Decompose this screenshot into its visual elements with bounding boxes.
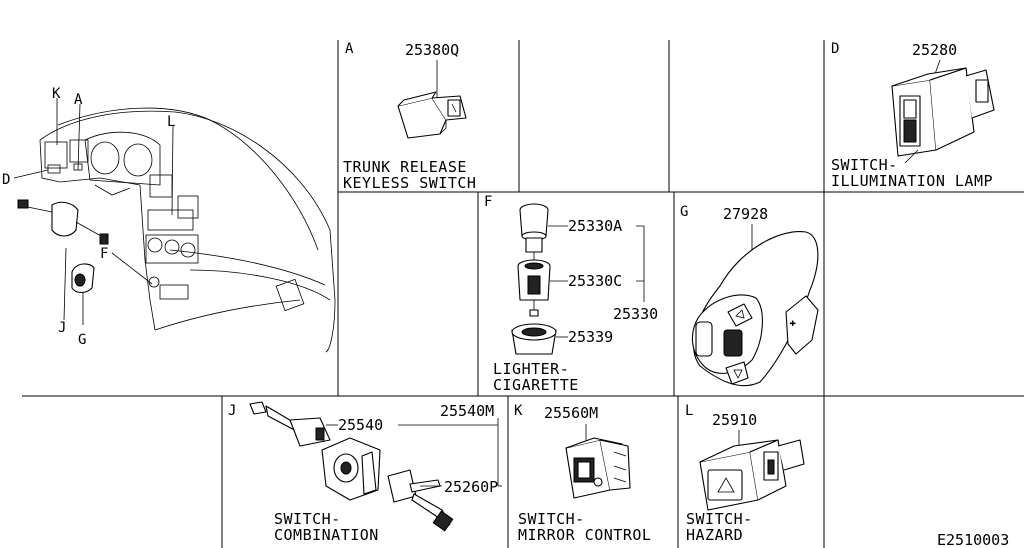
section-j-part-number-2: 25260P	[444, 478, 498, 496]
section-f-part-number-1: 25330A	[568, 217, 622, 235]
overview-callouts: K A L D F J G	[2, 86, 175, 348]
callout-a: A	[74, 92, 83, 108]
section-a-letter: A	[345, 41, 354, 57]
section-a: A 25380Q TRUNK RELEASE KEYLESS SWITCH	[343, 41, 476, 192]
section-k-caption-line1: SWITCH-	[518, 510, 585, 528]
section-k: K 25560M SWITCH- MIRROR CONTROL	[514, 403, 651, 544]
section-f-part-number-assembly: 25330	[613, 305, 658, 323]
trunk-release-switch-drawing	[397, 91, 467, 139]
illumination-lamp-switch-drawing	[891, 67, 995, 157]
cigarette-lighter-drawing	[511, 203, 557, 355]
section-j-letter: J	[228, 403, 236, 419]
diagram-code: E2510003	[937, 531, 1009, 548]
section-l-letter: L	[685, 403, 693, 419]
section-j: J 25540 25540M 25260P SWITCH- COM	[228, 401, 502, 544]
section-k-part-number: 25560M	[544, 404, 598, 422]
callout-d: D	[2, 172, 10, 188]
section-l: L 25910 SWITCH- HAZARD	[685, 403, 805, 544]
section-a-caption-line2: KEYLESS SWITCH	[343, 174, 476, 192]
section-f-caption-line2: CIGARETTE	[493, 376, 579, 394]
callout-f: F	[100, 246, 108, 262]
section-f-part-number-3: 25339	[568, 328, 613, 346]
hazard-switch-drawing	[699, 439, 805, 511]
section-g-letter: G	[680, 204, 688, 220]
section-l-caption-line2: HAZARD	[686, 526, 743, 544]
section-d-part-number: 25280	[912, 41, 957, 59]
section-g: G 27928 +	[680, 204, 819, 387]
section-f: F 25330A 25330C 25330 25339	[484, 194, 658, 394]
section-d-letter: D	[831, 41, 839, 57]
section-k-caption-line2: MIRROR CONTROL	[518, 526, 651, 544]
mirror-control-switch-drawing	[565, 437, 631, 499]
callout-l: L	[167, 114, 175, 130]
section-j-caption-line2: COMBINATION	[274, 526, 379, 544]
section-f-part-number-2: 25330C	[568, 272, 622, 290]
section-l-caption-line1: SWITCH-	[686, 510, 753, 528]
section-k-letter: K	[514, 403, 523, 419]
svg-text:+: +	[790, 319, 796, 329]
section-j-caption-line1: SWITCH-	[274, 510, 341, 528]
callout-k: K	[52, 86, 61, 102]
section-d: D 25280 SWITCH- ILLUMINATION LAMP	[831, 41, 995, 190]
section-j-part-number-assembly: 25540M	[440, 402, 494, 420]
dashboard-overview	[13, 98, 336, 353]
callout-j: J	[58, 320, 66, 336]
section-d-caption-line1: SWITCH-	[831, 156, 898, 174]
section-g-part-number: 27928	[723, 205, 768, 223]
combination-switch-drawing	[249, 401, 454, 532]
section-f-caption-line1: LIGHTER-	[493, 360, 569, 378]
grid-lines	[22, 40, 1024, 548]
section-l-part-number: 25910	[712, 411, 757, 429]
section-a-part-number: 25380Q	[405, 41, 459, 59]
section-j-part-number-1: 25540	[338, 416, 383, 434]
section-f-letter: F	[484, 194, 492, 210]
section-a-caption-line1: TRUNK RELEASE	[343, 158, 467, 176]
section-d-caption-line2: ILLUMINATION LAMP	[831, 172, 993, 190]
steering-remote-switch-drawing: +	[691, 230, 819, 387]
callout-g: G	[78, 332, 86, 348]
